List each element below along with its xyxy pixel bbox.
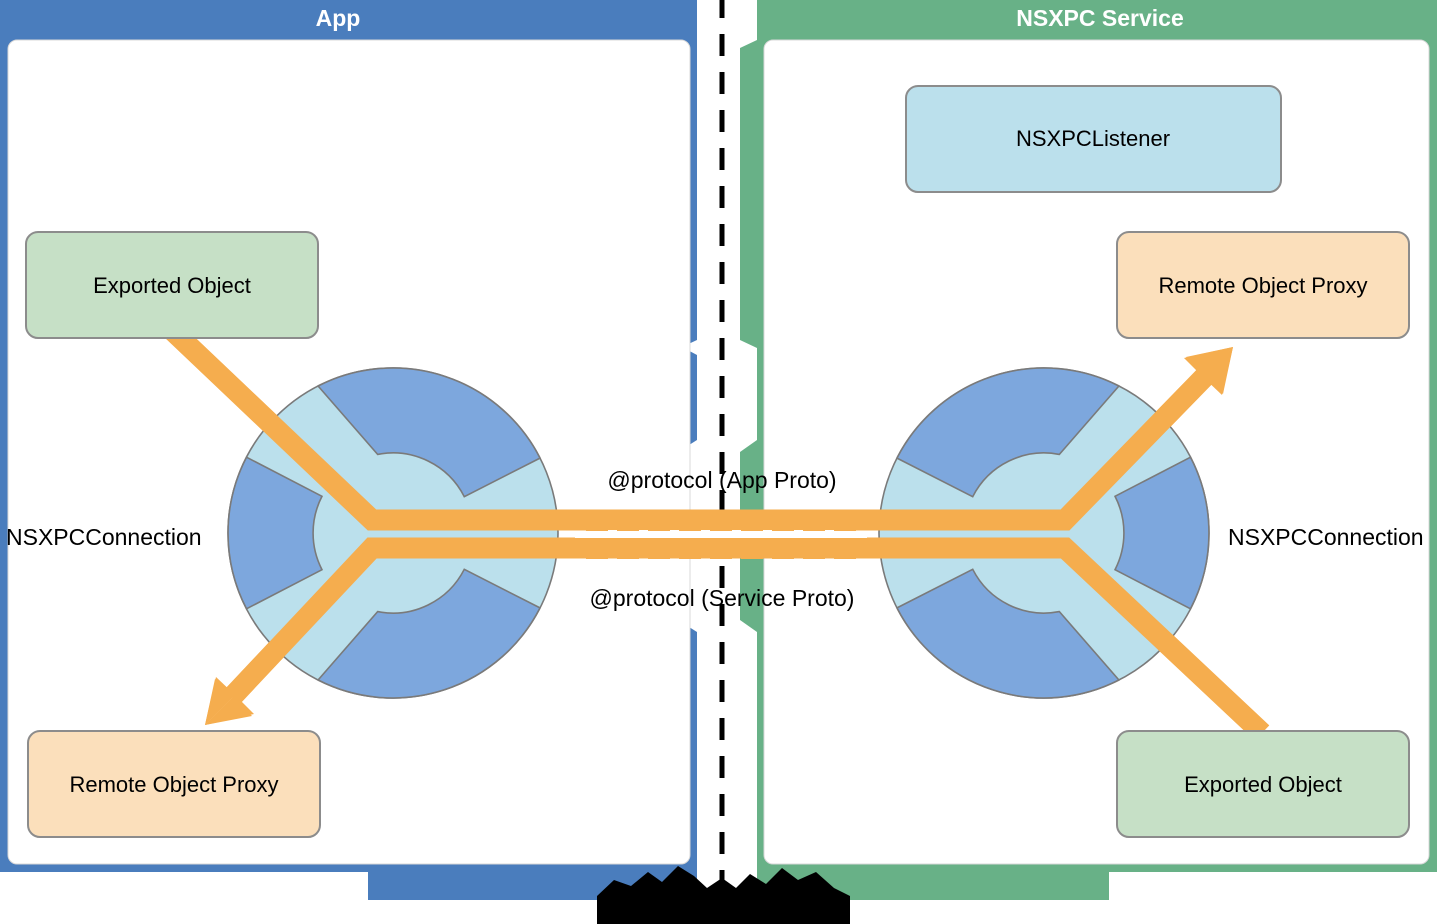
node-nsxpclistener[interactable]: NSXPCListener bbox=[905, 85, 1282, 193]
flow-rails-overlay bbox=[164, 322, 1270, 741]
label-service-proto: @protocol (Service Proto) bbox=[590, 585, 855, 611]
node-service-remote-object-proxy[interactable]: Remote Object Proxy bbox=[1116, 231, 1410, 339]
node-app-remote-object-proxy[interactable]: Remote Object Proxy bbox=[27, 730, 321, 838]
bottom-center-obstruction-base bbox=[597, 900, 850, 924]
app-exported-object-box[interactable] bbox=[25, 231, 319, 339]
app-exported-object-label: Exported Object bbox=[93, 273, 251, 298]
service-panel-title: NSXPC Service bbox=[1016, 5, 1183, 31]
arrowhead-service-proxy-top bbox=[1184, 347, 1233, 377]
protocol-wire-dashes bbox=[586, 510, 858, 559]
service-exported-object-label: Exported Object bbox=[1184, 772, 1342, 797]
arrowhead-app-proxy-top bbox=[205, 695, 254, 725]
service-exported-object-box[interactable] bbox=[1116, 730, 1410, 838]
app-remote-object-proxy-label: Remote Object Proxy bbox=[69, 772, 278, 797]
service-remote-object-proxy-label: Remote Object Proxy bbox=[1158, 273, 1367, 298]
arrowhead-app-proxy-top-2 bbox=[205, 677, 235, 725]
app-panel-title: App bbox=[316, 5, 361, 31]
node-service-exported-object[interactable]: Exported Object bbox=[1116, 730, 1410, 838]
app-remote-object-proxy-box[interactable] bbox=[27, 730, 321, 838]
label-app-proto: @protocol (App Proto) bbox=[607, 467, 836, 493]
nsxpclistener-label: NSXPCListener bbox=[1016, 126, 1170, 151]
arrowhead-service-proxy-top-2 bbox=[1203, 347, 1233, 395]
service-remote-object-proxy-box[interactable] bbox=[1116, 231, 1410, 339]
label-nsxpcconnection-right: NSXPCConnection bbox=[1228, 524, 1424, 550]
label-nsxpcconnection-left: NSXPCConnection bbox=[6, 524, 202, 550]
node-app-exported-object[interactable]: Exported Object bbox=[25, 231, 319, 339]
dashed-rail-separator bbox=[575, 531, 867, 538]
nsxpclistener-box[interactable] bbox=[905, 85, 1282, 193]
